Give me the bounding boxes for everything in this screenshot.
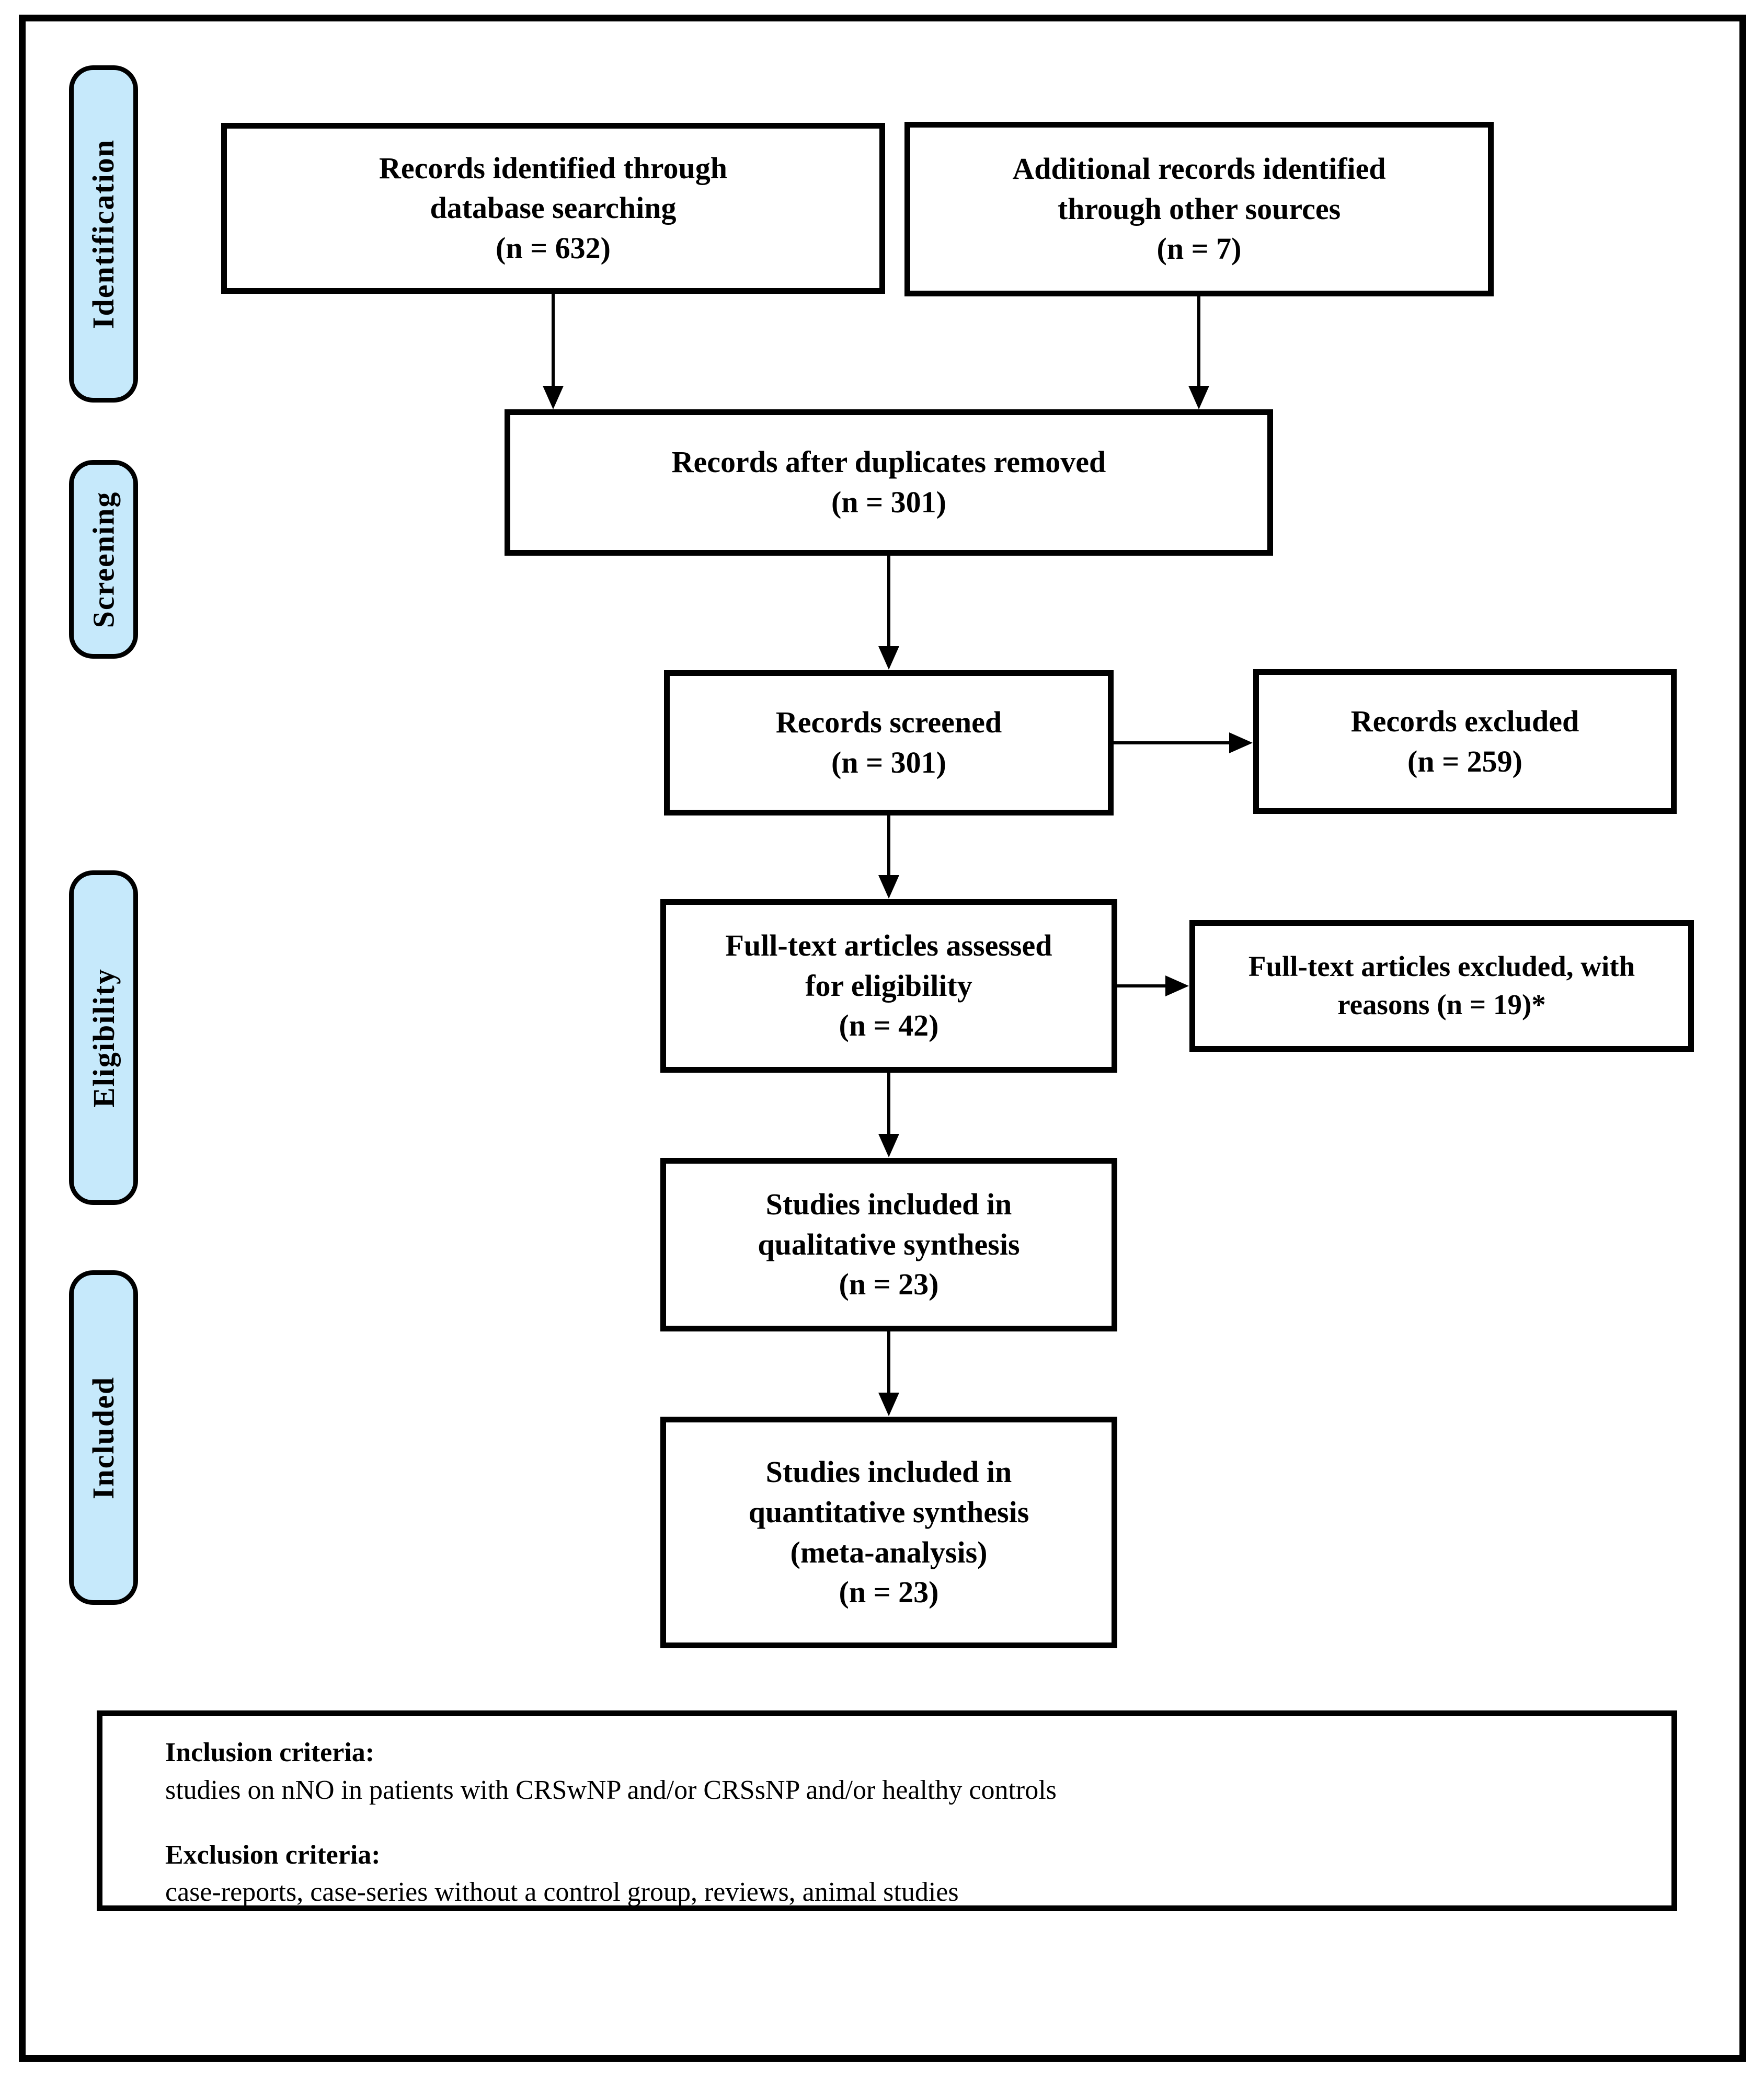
box-text-line: Additional records identified	[1012, 152, 1386, 186]
box-quantitative-synthesis: Studies included in quantitative synthes…	[660, 1417, 1117, 1648]
arrow-duplicates-to-screened	[878, 556, 899, 670]
inclusion-criteria-body: studies on nNO in patients with CRSwNP a…	[165, 1775, 1057, 1805]
box-text-line: Studies included in	[765, 1187, 1012, 1222]
box-text-line: (n = 301)	[831, 745, 946, 779]
exclusion-criteria-heading: Exclusion criteria:	[165, 1840, 381, 1870]
box-text-line: quantitative synthesis	[748, 1495, 1029, 1529]
inclusion-criteria-heading: Inclusion criteria:	[165, 1738, 375, 1767]
box-text-line: Studies included in	[765, 1455, 1012, 1489]
box-text-line: (n = 259)	[1407, 744, 1522, 778]
box-text-line: (meta-analysis)	[790, 1535, 988, 1569]
arrow-fulltext-to-fulltext-excluded	[1117, 975, 1189, 996]
arrow-screened-to-excluded	[1114, 732, 1253, 753]
arrow-identified-to-duplicates	[543, 294, 564, 409]
stage-label-identification: Identification	[69, 65, 138, 403]
box-text-line: (n = 23)	[839, 1267, 939, 1302]
stage-label-included: Included	[69, 1270, 138, 1605]
box-qualitative-synthesis: Studies included in qualitative synthesi…	[660, 1158, 1117, 1331]
box-text-line: (n = 632)	[496, 231, 611, 265]
box-text-line: database searching	[430, 191, 677, 225]
box-text-line: Full-text articles assessed	[725, 928, 1052, 963]
box-fulltext-assessed: Full-text articles assessed for eligibil…	[660, 899, 1117, 1073]
box-text-line: (n = 23)	[839, 1575, 939, 1610]
box-duplicates-removed: Records after duplicates removed (n = 30…	[505, 409, 1273, 556]
box-text-line: Records identified through	[379, 151, 727, 185]
exclusion-criteria-body: case-reports, case-series without a cont…	[165, 1877, 959, 1908]
box-text-line: Full-text articles excluded, with	[1248, 950, 1635, 983]
box-text-line: Records excluded	[1350, 704, 1579, 738]
box-text-line: for eligibility	[805, 968, 972, 1003]
box-text-line: (n = 42)	[839, 1008, 939, 1043]
box-fulltext-excluded: Full-text articles excluded, with reason…	[1189, 920, 1694, 1052]
box-records-excluded: Records excluded (n = 259)	[1253, 669, 1677, 814]
box-text-line: Records screened	[775, 705, 1002, 740]
arrow-fulltext-to-qualitative	[878, 1073, 899, 1157]
box-text-line: Records after duplicates removed	[671, 445, 1106, 479]
arrow-screened-to-fulltext	[878, 815, 899, 899]
arrow-additional-to-duplicates	[1188, 296, 1209, 409]
box-additional-records: Additional records identified through ot…	[904, 122, 1494, 296]
box-text-line: (n = 301)	[831, 485, 946, 519]
stage-label-eligibility: Eligibility	[69, 870, 138, 1205]
arrow-qualitative-to-quantitative	[878, 1331, 899, 1416]
box-records-screened: Records screened (n = 301)	[664, 670, 1114, 815]
criteria-box: Inclusion criteria: studies on nNO in pa…	[97, 1710, 1677, 1911]
stage-label-screening: Screening	[69, 460, 138, 659]
box-text-line: through other sources	[1057, 191, 1341, 226]
box-records-identified: Records identified through database sear…	[221, 123, 885, 294]
box-text-line: reasons (n = 19)*	[1337, 989, 1546, 1020]
box-text-line: qualitative synthesis	[758, 1227, 1020, 1261]
box-text-line: (n = 7)	[1156, 232, 1242, 266]
